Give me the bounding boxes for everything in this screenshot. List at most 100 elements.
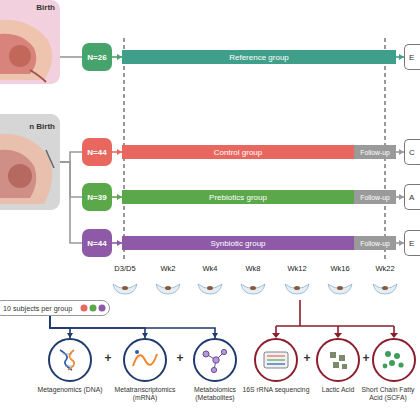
timepoint-label: Wk2 xyxy=(161,264,176,273)
connector-line xyxy=(396,196,404,198)
connector xyxy=(60,57,82,58)
analysis-circle: Lactic Acid xyxy=(316,338,360,382)
node-text: Reference group xyxy=(229,53,289,62)
arrow-head xyxy=(142,333,148,338)
analysis-circle: Short Chain Fatty Acid (SCFA) xyxy=(372,338,416,382)
node-text: C xyxy=(409,148,415,157)
node-text: N=39 xyxy=(87,193,106,202)
connector-line xyxy=(396,56,404,58)
connector-line xyxy=(50,316,215,338)
analysis-circle: Metabolomics (Metabolites) xyxy=(193,338,237,382)
connector xyxy=(50,316,218,338)
group-bar: Synbiotic group xyxy=(122,236,354,250)
lactic-acid-icon xyxy=(330,352,347,369)
stool-dots xyxy=(122,286,388,290)
follow-up-box: Follow-up xyxy=(354,190,396,204)
group-bar: Reference group xyxy=(122,50,396,64)
analysis-circle: Metatranscriptomics (mRNA) xyxy=(123,338,167,382)
cohort-size-box: N=26 xyxy=(82,43,112,71)
connector-line xyxy=(396,242,404,244)
subset-box: 10 subjects per group xyxy=(0,300,110,316)
node-text: Follow-up xyxy=(360,194,389,201)
sequencing-icon xyxy=(264,352,288,368)
node-text: A xyxy=(409,193,414,202)
timepoint-label: Wk12 xyxy=(287,264,306,273)
caesarean-birth-illustration xyxy=(0,134,54,204)
connector xyxy=(50,316,73,338)
node-text: Follow-up xyxy=(360,149,389,156)
connector xyxy=(60,152,82,162)
connector xyxy=(112,149,122,155)
timepoint-label: Wk22 xyxy=(375,264,394,273)
outcome-box: C xyxy=(404,139,420,165)
arrow-head xyxy=(117,240,122,246)
arrow-head xyxy=(399,149,404,155)
connector xyxy=(396,149,404,155)
follow-up-box: Follow-up xyxy=(354,236,396,250)
group-color-dots xyxy=(81,305,106,312)
vaginal-birth-illustration xyxy=(0,20,52,82)
arrow-head xyxy=(117,149,122,155)
connector xyxy=(396,194,404,200)
analysis-circle: 16S rRNA sequencing xyxy=(254,338,298,382)
plus-sign: + xyxy=(362,351,369,365)
arrow-head xyxy=(399,194,404,200)
connector xyxy=(60,162,82,197)
timepoint-label: Wk4 xyxy=(203,264,218,273)
analysis-circle: Metagenomics (DNA) xyxy=(48,338,92,382)
mrna-icon xyxy=(133,350,157,366)
connector xyxy=(112,194,122,200)
node-text: E xyxy=(409,239,414,248)
connector-line xyxy=(112,56,122,58)
arrow-head xyxy=(399,240,404,246)
connector-line xyxy=(60,162,82,243)
connector-line xyxy=(60,162,82,197)
arrow-head xyxy=(67,333,73,338)
connector-line xyxy=(112,151,122,153)
birth-panel: n Birth xyxy=(0,114,60,210)
arrow-head xyxy=(399,54,404,60)
node-text: E xyxy=(409,53,414,62)
timepoint-label: D3/D5 xyxy=(114,264,135,273)
node-text: Prebiotics group xyxy=(209,193,267,202)
plus-sign: + xyxy=(104,351,111,365)
connector-line xyxy=(50,316,145,338)
node-text: N=44 xyxy=(87,148,106,157)
node-text: Metagenomics (DNA) xyxy=(36,386,104,394)
plus-sign: + xyxy=(303,351,310,365)
metabolite-icon xyxy=(203,349,227,372)
node-text: Short Chain Fatty Acid (SCFA) xyxy=(360,386,416,402)
stool-sample-icons xyxy=(113,284,397,294)
group-bar: Prebiotics group xyxy=(122,190,354,204)
connector xyxy=(112,54,122,60)
connector-line xyxy=(50,316,70,338)
node-text: 10 subjects per group xyxy=(3,304,72,313)
node-text: Follow-up xyxy=(360,240,389,247)
node-text: N=44 xyxy=(87,239,106,248)
connector-line xyxy=(396,151,404,153)
node-text: N=26 xyxy=(87,53,106,62)
outcome-box: E xyxy=(404,230,420,256)
connector-line xyxy=(112,196,122,198)
node-text: Control group xyxy=(214,148,262,157)
cohort-size-box: N=44 xyxy=(82,229,112,257)
connector xyxy=(112,240,122,246)
connector xyxy=(396,240,404,246)
outcome-box: E xyxy=(404,44,420,70)
connector-line xyxy=(60,56,82,58)
arrow-head xyxy=(117,194,122,200)
node-text: Synbiotic group xyxy=(210,239,265,248)
node-text: n Birth xyxy=(29,122,55,131)
outcome-box: A xyxy=(404,184,420,210)
birth-panel: Birth xyxy=(0,0,60,84)
dna-icon xyxy=(60,350,74,370)
connector-line xyxy=(60,152,82,162)
timepoint-label: Wk16 xyxy=(330,264,349,273)
connector-line xyxy=(112,242,122,244)
follow-up-box: Follow-up xyxy=(354,145,396,159)
node-text: Birth xyxy=(36,3,55,12)
scfa-icon xyxy=(383,351,404,368)
node-text: Metabolomics (Metabolites) xyxy=(181,386,249,402)
